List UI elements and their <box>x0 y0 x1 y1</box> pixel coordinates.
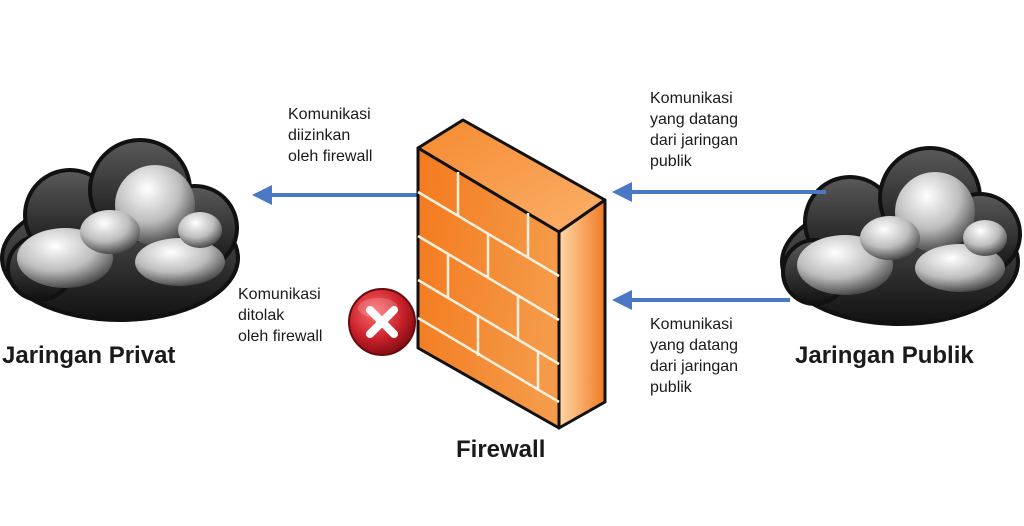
incoming-top-line-2: yang datang <box>650 111 739 128</box>
incoming-bottom-line-1: Komunikasi <box>650 316 733 333</box>
denied-line-3: oleh firewall <box>238 328 323 345</box>
denied-line-2: ditolak <box>238 307 285 324</box>
public-network-label: Jaringan Publik <box>795 342 974 369</box>
firewall-brick-wall-icon <box>416 118 607 430</box>
incoming-bottom-label: Komunikasi yang datang dari jaringan pub… <box>650 314 738 398</box>
incoming-bottom-line-4: publik <box>650 379 692 396</box>
incoming-top-line-1: Komunikasi <box>650 90 733 107</box>
allowed-line-3: oleh firewall <box>288 148 373 165</box>
incoming-bottom-line-2: yang datang <box>650 337 739 354</box>
private-network-label: Jaringan Privat <box>2 342 176 369</box>
incoming-top-line-3: dari jaringan <box>650 132 739 149</box>
private-network-cloud-icon <box>0 138 240 322</box>
allowed-line-2: diizinkan <box>288 127 351 144</box>
denied-x-icon <box>348 288 416 356</box>
public-network-cloud-icon <box>780 146 1022 326</box>
firewall-label: Firewall <box>456 436 546 463</box>
denied-communication-label: Komunikasi ditolak oleh firewall <box>238 284 322 347</box>
incoming-top-line-4: publik <box>650 153 692 170</box>
allowed-communication-label: Komunikasi diizinkan oleh firewall <box>288 104 372 167</box>
denied-line-1: Komunikasi <box>238 286 321 303</box>
incoming-bottom-line-3: dari jaringan <box>650 358 739 375</box>
allowed-line-1: Komunikasi <box>288 106 371 123</box>
incoming-top-label: Komunikasi yang datang dari jaringan pub… <box>650 88 738 172</box>
